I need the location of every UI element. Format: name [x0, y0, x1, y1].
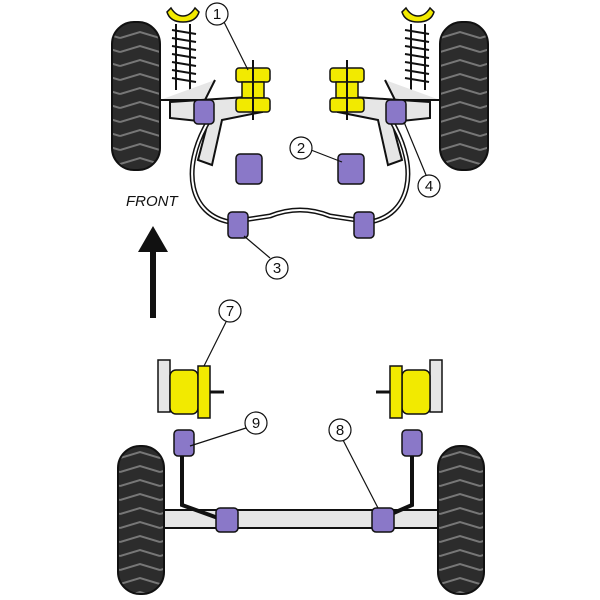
left-wishbone-rear-bush — [235, 153, 263, 185]
callout-label: 7 — [226, 303, 234, 320]
right-coil-spring — [404, 24, 430, 90]
callout-label: 2 — [297, 140, 305, 157]
callout-1: 1 — [205, 2, 249, 71]
right-top-mount — [401, 6, 435, 23]
callout-label: 8 — [336, 422, 344, 439]
right-strut — [384, 79, 440, 101]
callout-label: 4 — [425, 178, 433, 195]
callout-3: 3 — [243, 235, 289, 280]
callout-9: 9 — [189, 411, 268, 447]
front-direction-label: FRONT — [126, 193, 179, 210]
left-wishbone-front-bush — [193, 99, 215, 125]
callout-label: 9 — [252, 415, 260, 432]
left-top-mount — [166, 6, 200, 23]
callout-label: 1 — [213, 6, 221, 23]
front-arrow-icon — [138, 226, 168, 318]
rear-right-tyre — [437, 445, 485, 595]
left-rear-link-bush — [173, 429, 195, 457]
left-trailing-arm-bush — [157, 359, 224, 419]
front-left-tyre — [111, 21, 161, 171]
right-arb-bush — [353, 211, 375, 239]
left-axle-bar-bush — [215, 507, 239, 533]
callout-8: 8 — [328, 418, 379, 509]
front-right-tyre — [439, 21, 489, 171]
right-wishbone-front-bush — [385, 99, 407, 125]
left-rear-link — [180, 440, 219, 520]
right-trailing-arm-bush — [376, 359, 443, 419]
callout-2: 2 — [289, 136, 343, 163]
left-strut — [160, 79, 216, 101]
front-axle-assembly — [111, 6, 489, 239]
right-rear-link-bush — [401, 429, 423, 457]
left-arb-bush — [227, 211, 249, 239]
callout-7: 7 — [203, 299, 242, 367]
right-yellow-bush — [329, 60, 365, 120]
left-coil-spring — [171, 24, 197, 90]
rear-left-tyre — [117, 445, 165, 595]
callout-label: 3 — [273, 260, 281, 277]
callout-4: 4 — [403, 121, 441, 198]
right-wishbone-rear-bush — [337, 153, 365, 185]
rear-axle-assembly — [117, 359, 485, 595]
right-axle-bar-bush — [371, 507, 395, 533]
left-yellow-bush — [235, 60, 271, 120]
